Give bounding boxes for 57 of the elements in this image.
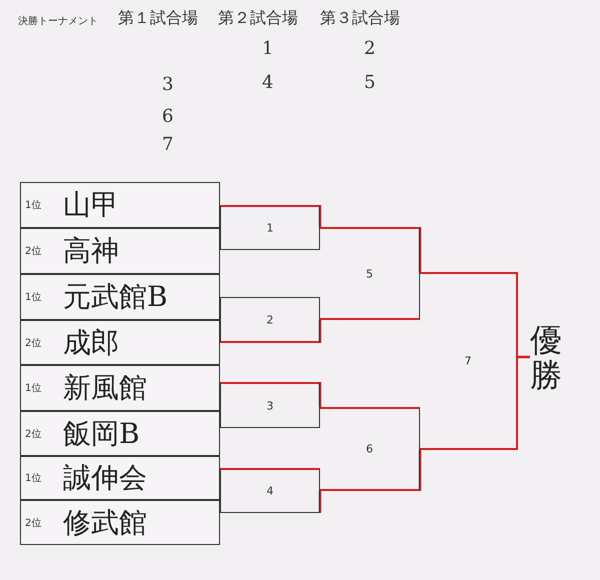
- match-number: 5: [366, 267, 373, 280]
- rank-label: 2位: [25, 245, 42, 258]
- match-box: [220, 468, 320, 513]
- team-name: 元武館B: [63, 279, 168, 315]
- team-row: [20, 500, 220, 545]
- team-row: [20, 365, 220, 411]
- team-row: [20, 182, 220, 228]
- rank-label: 1位: [25, 199, 42, 212]
- team-row: [20, 320, 220, 365]
- match-number: 3: [266, 399, 274, 412]
- team-name: 高神: [63, 233, 119, 269]
- bracket-line: [318, 320, 322, 343]
- bracket-line: [418, 227, 422, 272]
- court-heading: 第３試合場: [320, 8, 400, 29]
- rank-label: 1位: [25, 291, 42, 304]
- bracket-line: [318, 491, 322, 513]
- match-number: 4: [262, 72, 274, 93]
- match-box: [220, 205, 320, 250]
- court-heading: 第２試合場: [218, 8, 298, 29]
- bracket-line: [518, 356, 530, 358]
- team-name: 成郎: [63, 324, 119, 360]
- rank-label: 1位: [25, 472, 42, 485]
- title: 決勝トーナメント: [18, 14, 98, 28]
- match-number: 1: [262, 38, 274, 59]
- match-box: [220, 297, 320, 343]
- rank-label: 2位: [25, 516, 42, 530]
- team-name: 新風館: [63, 370, 147, 406]
- bracket-box: [320, 227, 420, 320]
- match-number: 2: [364, 38, 376, 59]
- court-heading: 第１試合場: [118, 8, 198, 29]
- match-number: 7: [162, 134, 174, 155]
- bracket-line: [318, 205, 322, 227]
- match-number: 1: [266, 222, 274, 234]
- match-number: 5: [364, 72, 376, 93]
- team-row: [20, 456, 220, 500]
- match-number: 4: [266, 484, 274, 498]
- team-name: 飯岡B: [63, 416, 140, 452]
- match-number: 6: [162, 106, 174, 127]
- team-name: 山甲: [63, 187, 119, 223]
- match-number: 3: [162, 74, 174, 95]
- rank-label: 2位: [25, 336, 42, 350]
- bracket-line: [418, 450, 422, 491]
- bracket-box: [420, 272, 518, 450]
- winner-heading: 優勝: [530, 322, 562, 393]
- match-number: 7: [464, 354, 472, 368]
- match-number: 6: [366, 442, 373, 456]
- match-number: 2: [266, 313, 274, 326]
- team-name: 修武館: [63, 504, 147, 540]
- match-box: [220, 382, 320, 428]
- bracket-box: [320, 407, 420, 491]
- team-name: 誠伸会: [63, 460, 147, 496]
- bracket-line: [318, 382, 322, 407]
- team-row: [20, 411, 220, 456]
- team-row: [20, 228, 220, 274]
- rank-label: 1位: [25, 382, 42, 395]
- rank-label: 2位: [25, 428, 42, 440]
- team-row: [20, 274, 220, 320]
